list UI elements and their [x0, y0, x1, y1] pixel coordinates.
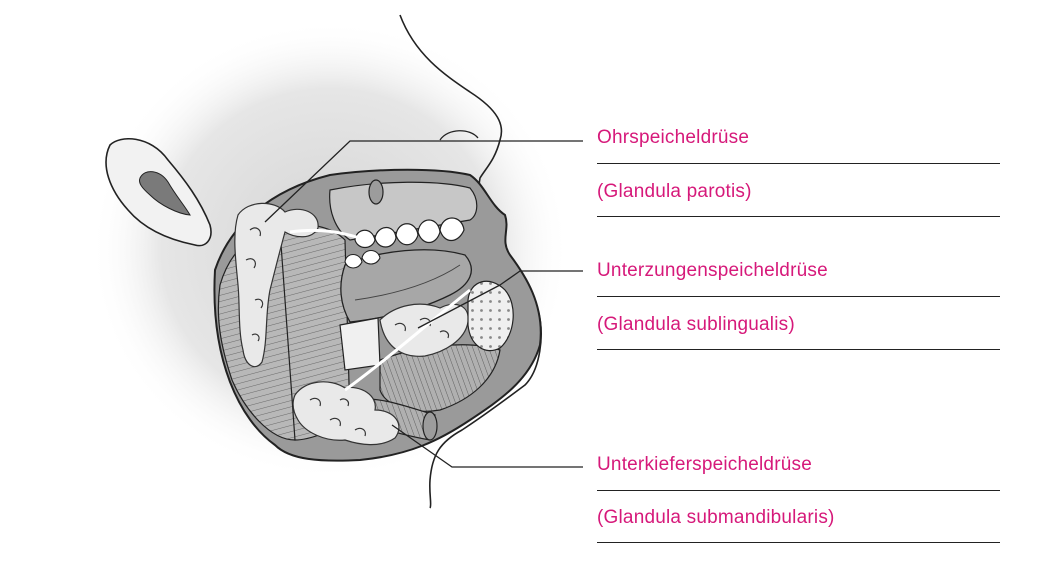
label-divider: [597, 542, 1000, 543]
label-divider: [597, 163, 1000, 164]
leader-line-sublingual: [417, 270, 583, 329]
label-parotid-latin: (Glandula parotis): [597, 181, 752, 202]
digastric-tendon-end: [422, 411, 438, 441]
label-sublingual-latin: (Glandula sublingualis): [597, 314, 795, 335]
nostril-outline: [439, 130, 479, 141]
submandibular-duct: [344, 288, 471, 392]
upper-jaw: [329, 181, 478, 241]
submandibular-gland: [292, 381, 400, 446]
ear-inner: [139, 171, 191, 216]
mandible-segment: [339, 317, 381, 371]
label-divider: [597, 216, 1000, 217]
parotid-gland: [234, 202, 319, 368]
label-divider: [597, 349, 1000, 350]
label-parotid-german: Ohrspeicheldrüse: [597, 127, 750, 148]
upper-teeth: [354, 217, 465, 249]
label-submandibular-latin: (Glandula submandibularis): [597, 507, 835, 528]
tongue-midline: [354, 264, 461, 301]
tongue: [340, 249, 472, 323]
label-divider: [597, 296, 1000, 297]
muscle-cut-end: [368, 179, 384, 205]
parotid-duct: [289, 228, 361, 240]
leader-line-submandibular: [391, 424, 583, 468]
label-submandibular-german: Unterkieferspeicheldrüse: [597, 454, 812, 475]
leader-line-parotid: [264, 140, 583, 223]
label-divider: [597, 490, 1000, 491]
labial-gland-area: [467, 280, 514, 352]
sublingual-gland: [379, 303, 469, 357]
lower-teeth: [344, 249, 381, 269]
label-sublingual-german: Unterzungenspeicheldrüse: [597, 260, 828, 281]
